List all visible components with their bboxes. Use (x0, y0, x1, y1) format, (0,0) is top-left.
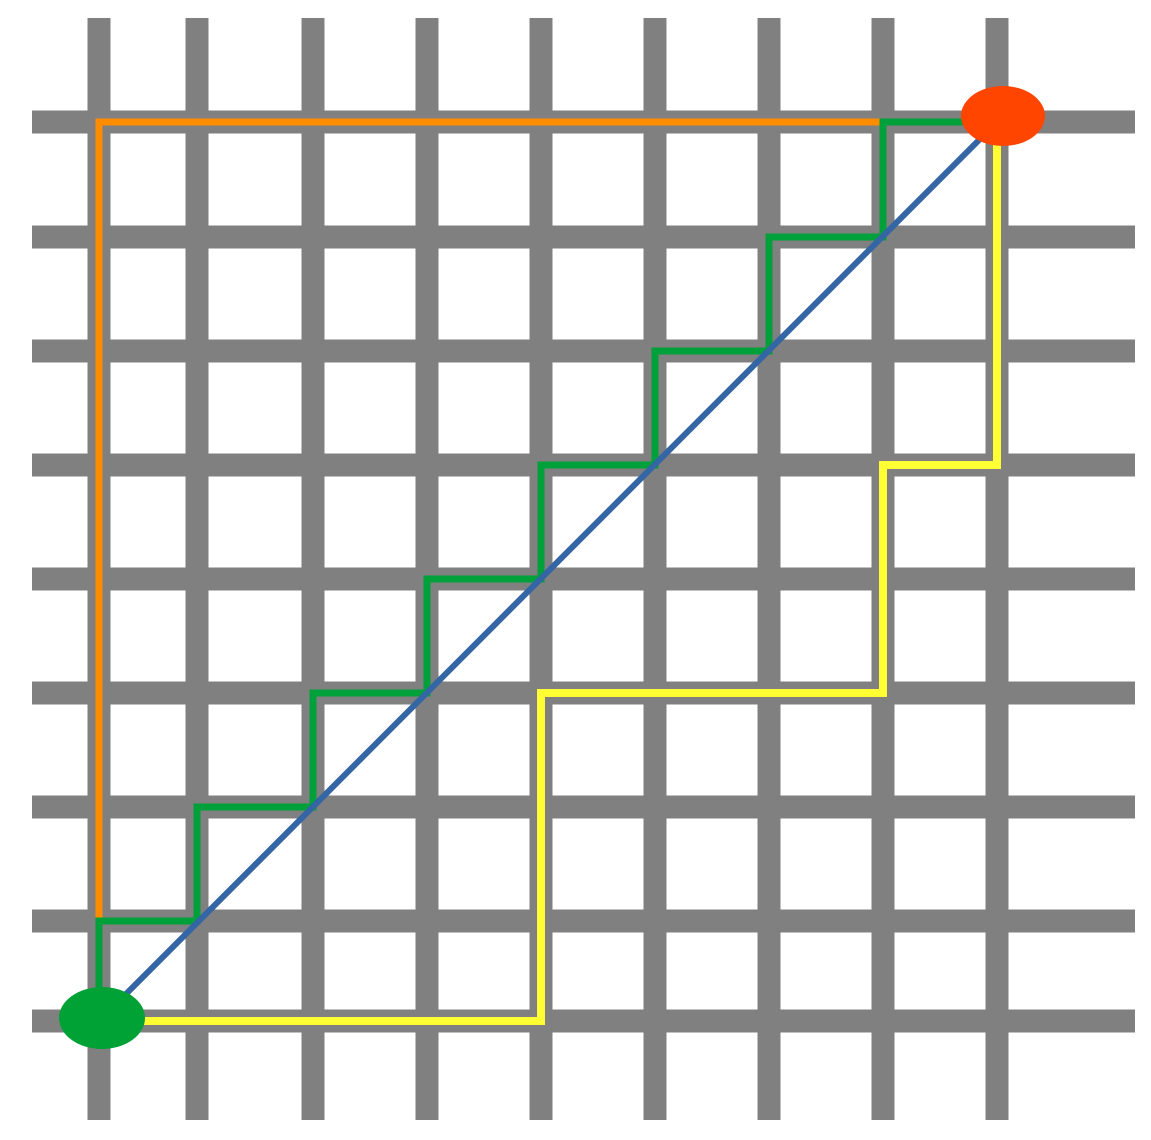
end-point (961, 86, 1045, 146)
yellow-path (95, 118, 1001, 1025)
endpoints (59, 86, 1045, 1049)
orange-path (95, 118, 1001, 1025)
grid (32, 18, 1135, 1120)
blue-diagonal (94, 117, 1002, 1026)
paths (94, 117, 1002, 1026)
start-point (59, 987, 145, 1049)
